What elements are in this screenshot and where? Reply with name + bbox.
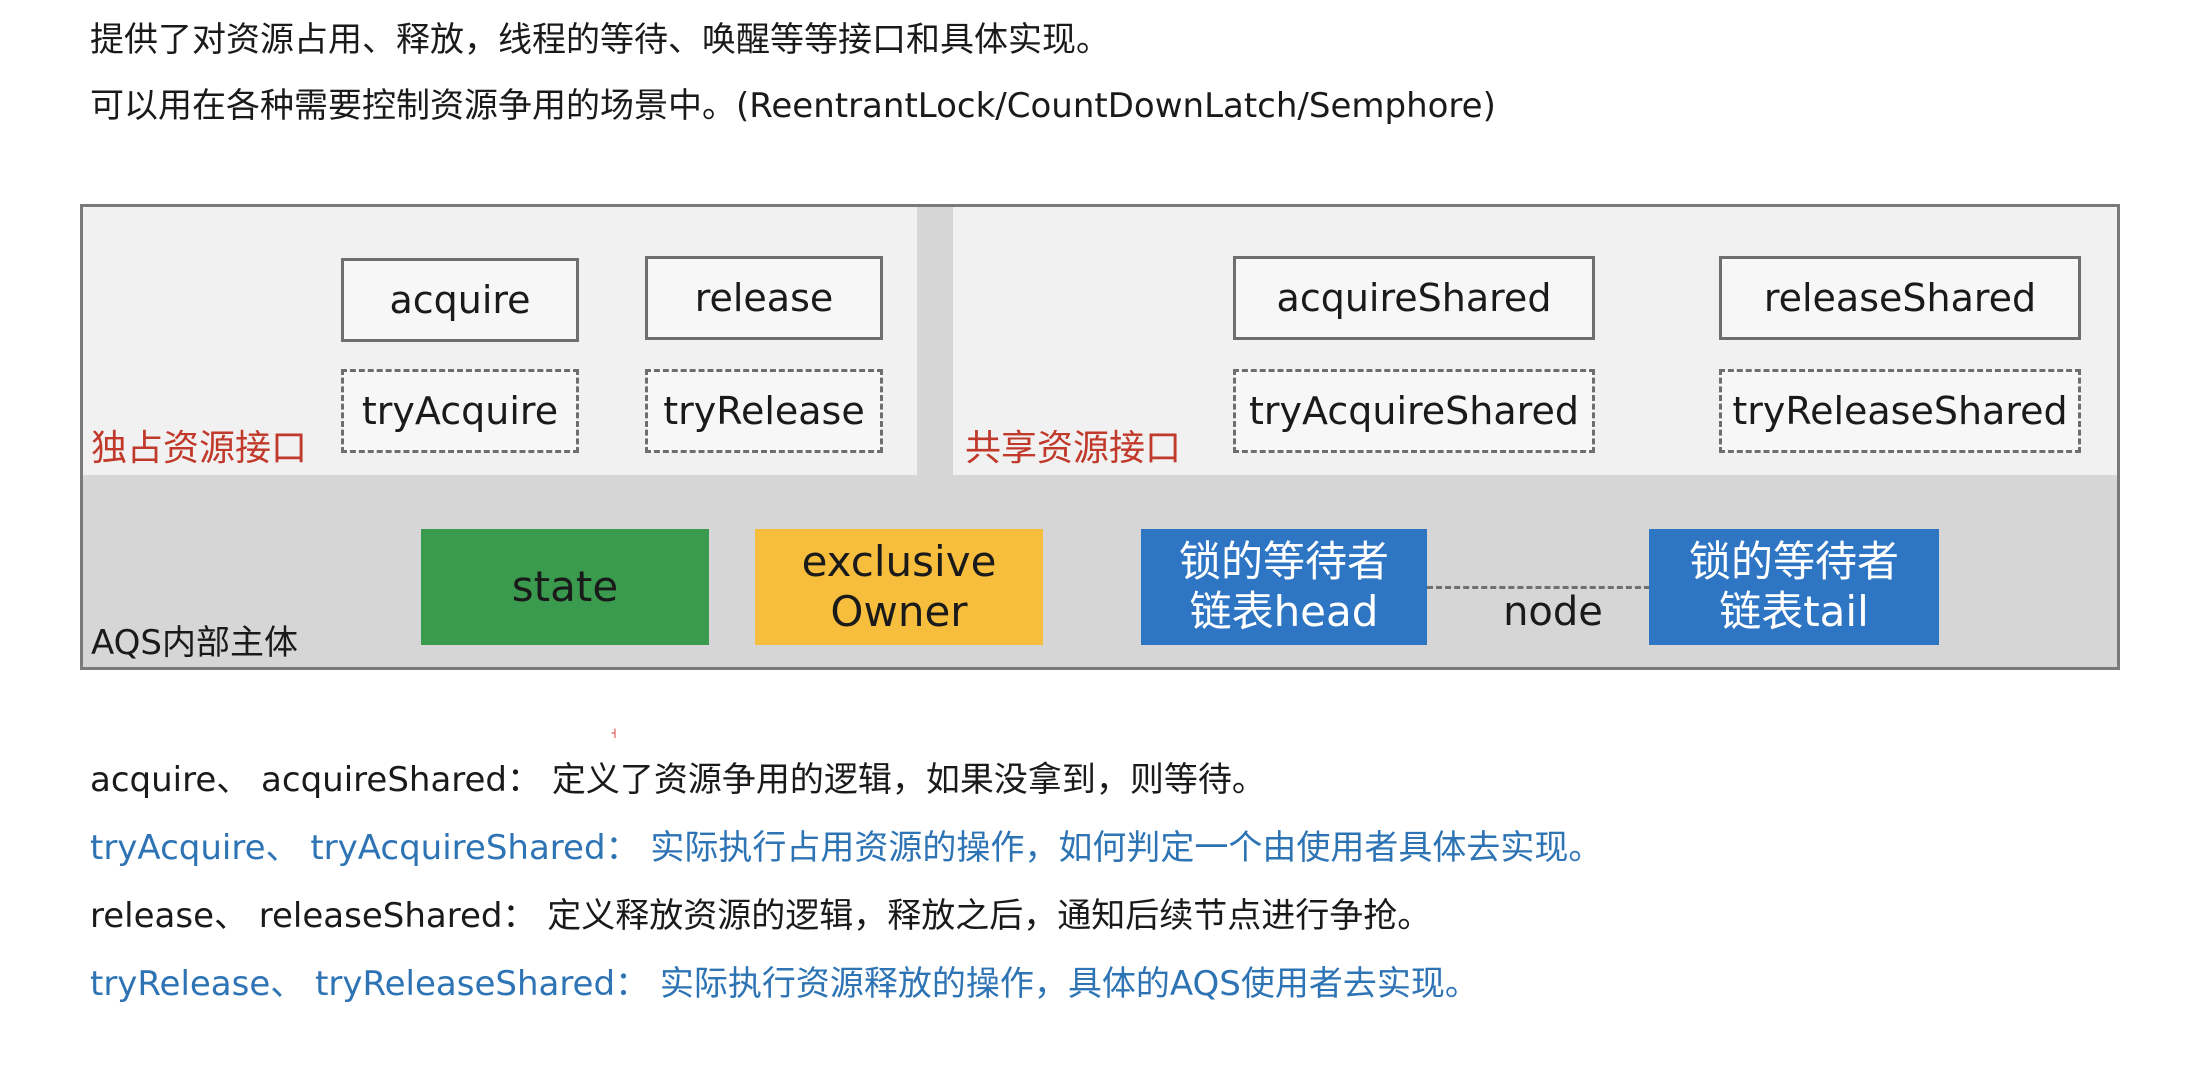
aqs-diagram: acquire release tryAcquire tryRelease 独占… xyxy=(80,204,2120,670)
try-acquire-box: tryAcquire xyxy=(341,369,579,453)
acquire-box: acquire xyxy=(341,258,579,342)
queue-head-block: 锁的等待者 链表head xyxy=(1141,529,1427,645)
red-mark: ˧ xyxy=(610,726,617,742)
note-try-release: tryRelease、 tryReleaseShared： 实际执行资源释放的操… xyxy=(90,964,1479,1004)
exclusive-owner-block: exclusive Owner xyxy=(755,529,1043,645)
owner-line-1: exclusive xyxy=(801,537,997,586)
node-label: node xyxy=(1503,589,1603,635)
try-acquire-shared-box: tryAcquireShared xyxy=(1233,369,1595,453)
head-line-2: 链表head xyxy=(1189,587,1379,636)
node-connector xyxy=(1427,586,1659,589)
state-block: state xyxy=(421,529,709,645)
try-release-box: tryRelease xyxy=(645,369,883,453)
tail-line-1: 锁的等待者 xyxy=(1688,537,1899,586)
note-acquire: acquire、 acquireShared： 定义了资源争用的逻辑，如果没拿到… xyxy=(90,760,1266,800)
shared-panel: acquireShared releaseShared tryAcquireSh… xyxy=(953,207,2117,475)
release-shared-box: releaseShared xyxy=(1719,256,2081,340)
owner-line-2: Owner xyxy=(830,587,968,636)
queue-tail-block: 锁的等待者 链表tail xyxy=(1649,529,1939,645)
exclusive-panel: acquire release tryAcquire tryRelease 独占… xyxy=(83,207,917,475)
exclusive-interface-label: 独占资源接口 xyxy=(91,428,308,469)
tail-line-2: 链表tail xyxy=(1719,587,1869,636)
intro-line-2: 可以用在各种需要控制资源争用的场景中。(ReentrantLock/CountD… xyxy=(90,86,1496,126)
state-label: state xyxy=(511,562,619,611)
aqs-core-label: AQS内部主体 xyxy=(91,623,299,663)
shared-interface-label: 共享资源接口 xyxy=(965,428,1182,469)
acquire-shared-box: acquireShared xyxy=(1233,256,1595,340)
head-line-1: 锁的等待者 xyxy=(1178,537,1389,586)
note-release: release、 releaseShared： 定义释放资源的逻辑，释放之后，通… xyxy=(90,896,1432,936)
release-box: release xyxy=(645,256,883,340)
try-release-shared-box: tryReleaseShared xyxy=(1719,369,2081,453)
note-try-acquire: tryAcquire、 tryAcquireShared： 实际执行占用资源的操… xyxy=(90,828,1603,868)
intro-line-1: 提供了对资源占用、释放，线程的等待、唤醒等等接口和具体实现。 xyxy=(90,20,1110,60)
